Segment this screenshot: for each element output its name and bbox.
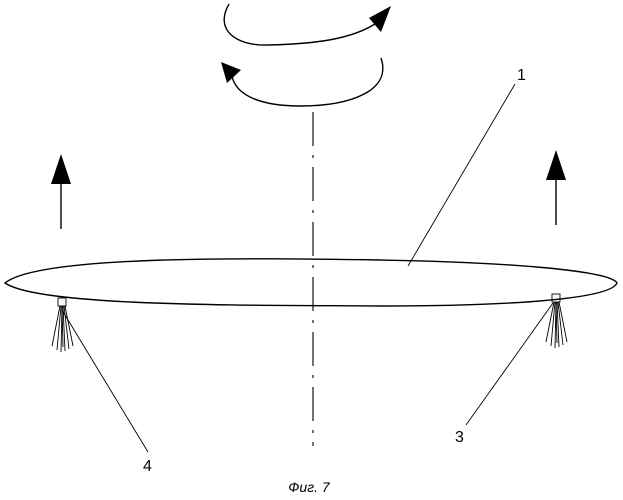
rotation-arrow-lower xyxy=(221,58,383,106)
leader-line-3 xyxy=(466,303,553,425)
left-nozzle xyxy=(52,298,73,352)
leader-line-1 xyxy=(408,84,515,266)
label-left-nozzle: 4 xyxy=(143,458,152,475)
right-nozzle xyxy=(546,294,567,348)
leader-line-4 xyxy=(62,310,148,452)
disc-body xyxy=(5,259,617,306)
thrust-arrow-left xyxy=(51,154,71,229)
thrust-arrow-right xyxy=(546,150,566,225)
rotation-arrow-upper xyxy=(224,4,391,45)
label-disc: 1 xyxy=(517,67,526,84)
figure-caption: Фиг. 7 xyxy=(288,479,331,495)
label-right-nozzle: 3 xyxy=(455,429,464,446)
